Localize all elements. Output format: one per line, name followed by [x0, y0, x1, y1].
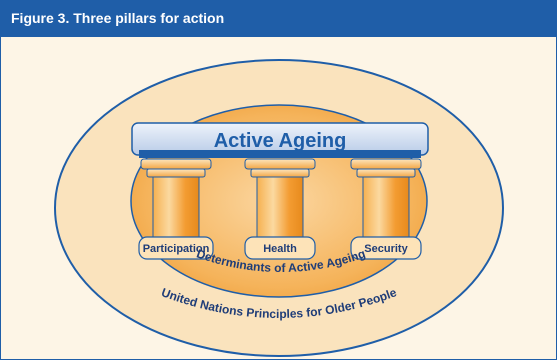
figure-header: Figure 3. Three pillars for action [1, 1, 556, 37]
beam-label: Active Ageing [214, 130, 347, 152]
figure-title: Figure 3. Three pillars for action [11, 10, 225, 26]
pillar-participation: Participation [138, 158, 214, 260]
pillar-label-security: Security [364, 243, 408, 255]
pillar-security: Security [350, 158, 422, 260]
pillar-label-health: Health [263, 243, 297, 255]
pillars-diagram: Active Ageing Participation Health Secur… [54, 59, 504, 357]
pillar-base-participation [138, 236, 214, 260]
pillar-health: Health [244, 158, 316, 260]
pillar-base-health [244, 236, 316, 260]
pillar-label-participation: Participation [143, 243, 210, 255]
pillar-base-security [350, 236, 422, 260]
beam-base [139, 150, 421, 158]
